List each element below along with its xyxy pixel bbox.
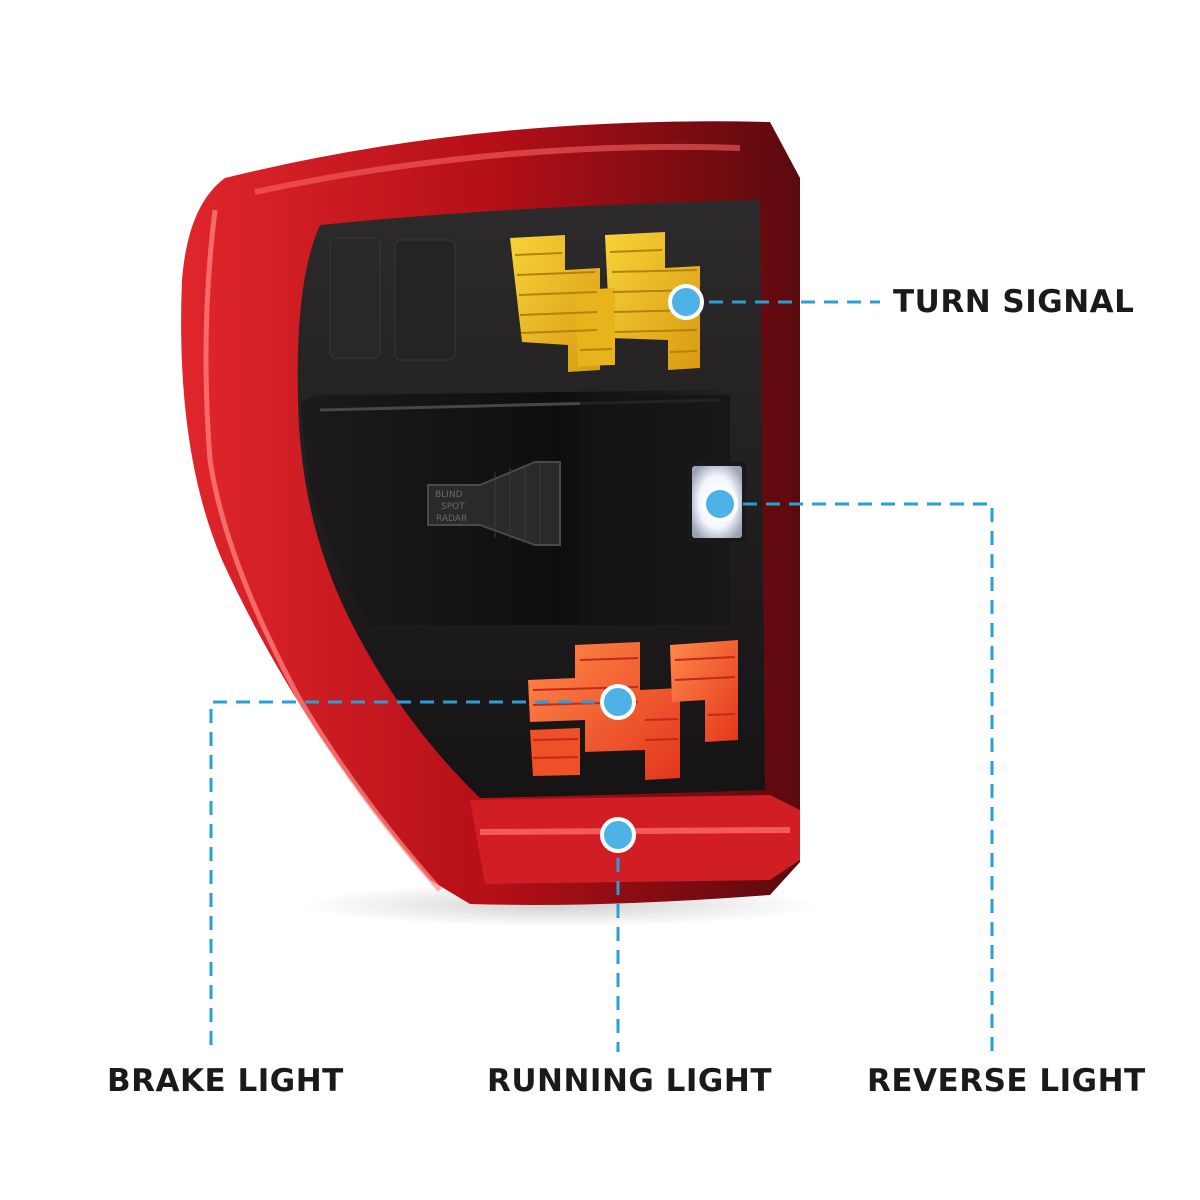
- running-light-label: RUNNING LIGHT: [487, 1063, 772, 1099]
- emboss-text-line3: RADAR: [436, 514, 467, 524]
- emboss-text-line2: SPOT: [441, 502, 465, 512]
- turn-signal-marker: [668, 284, 704, 320]
- brake-light-marker: [600, 684, 636, 720]
- running-light-marker: [600, 817, 636, 853]
- brake-light-label: BRAKE LIGHT: [107, 1063, 344, 1099]
- turn-signal-leds: [510, 232, 700, 372]
- top-light-strip: [254, 143, 741, 195]
- turn-signal-label: TURN SIGNAL: [893, 284, 1135, 320]
- emboss-text-line1: BLIND: [435, 490, 463, 500]
- panel-rib: [329, 237, 381, 359]
- reverse-light-label: REVERSE LIGHT: [867, 1063, 1146, 1099]
- outer-highlight: [203, 209, 442, 892]
- panel-rib: [394, 239, 456, 361]
- blind-spot-radar-emboss: [427, 461, 561, 546]
- reverse-light-marker: [702, 486, 738, 522]
